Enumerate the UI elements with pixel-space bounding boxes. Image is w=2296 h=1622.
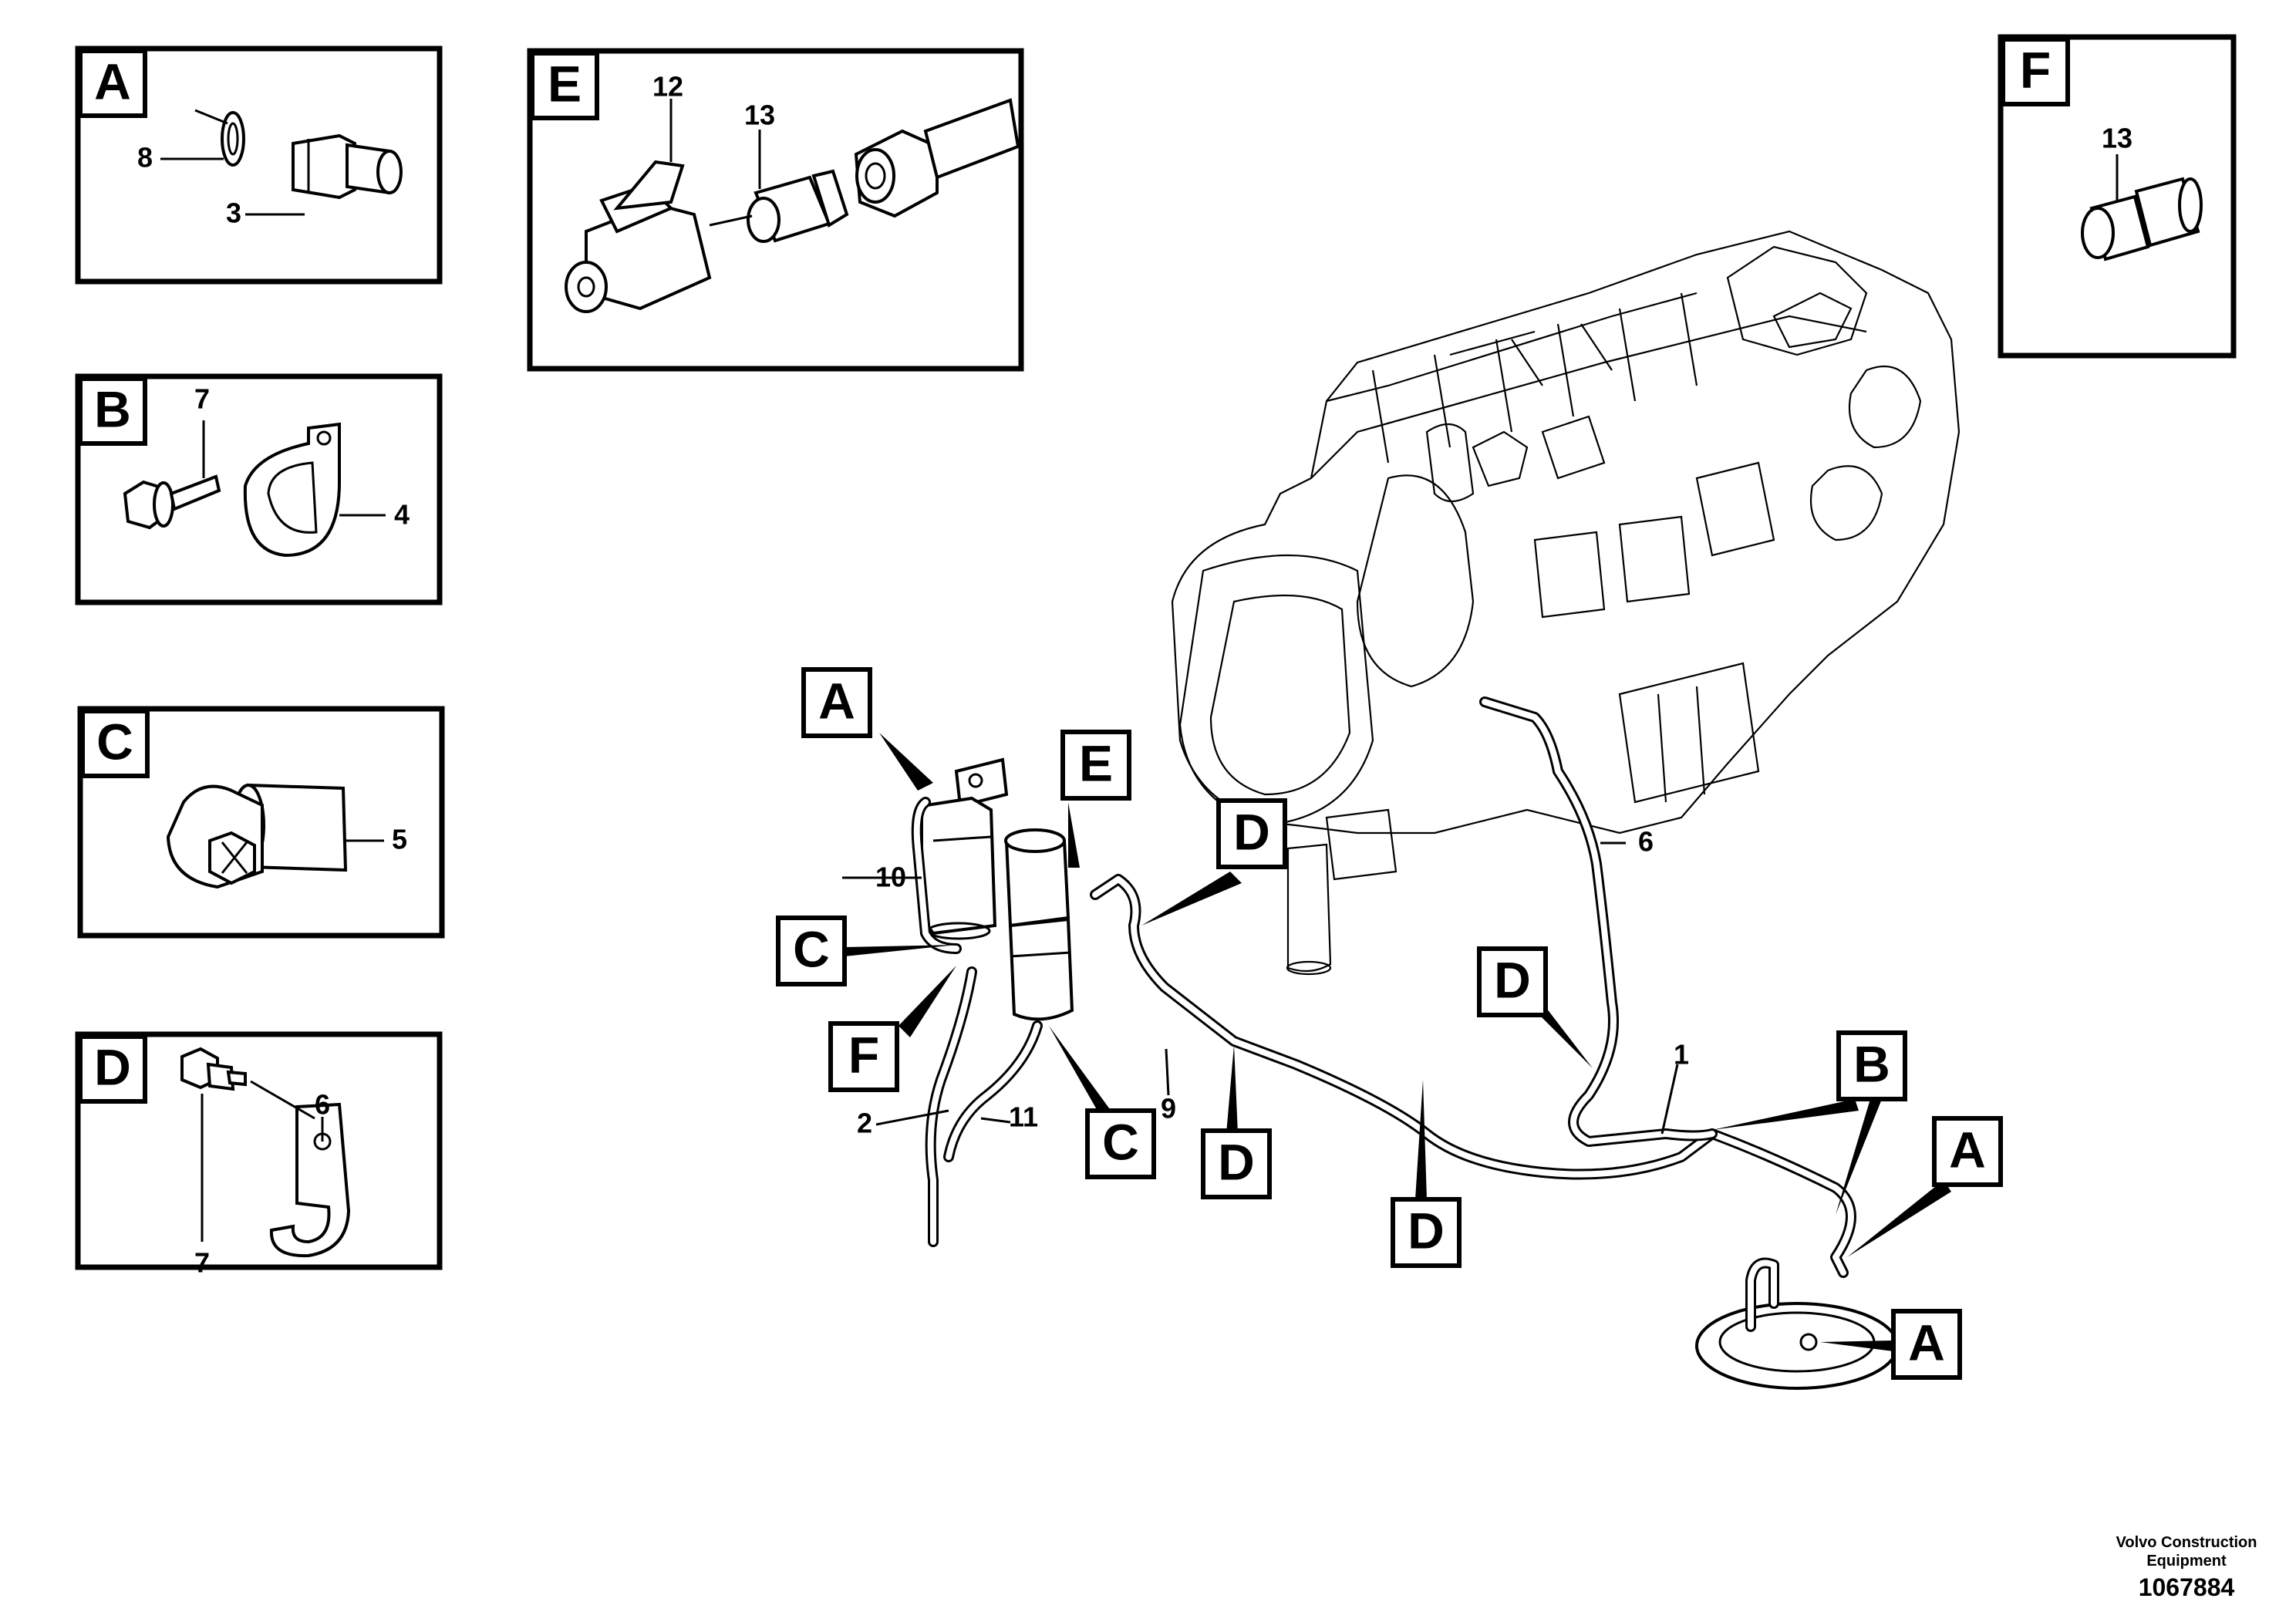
hose-nut-icon	[854, 98, 1020, 218]
callout-4: 4	[394, 499, 410, 531]
callout-10: 10	[875, 862, 906, 893]
callout-7-panel-b: 7	[194, 383, 210, 415]
callout-6-panel-d: 6	[315, 1089, 330, 1121]
credit-company: Volvo Construction Equipment	[2109, 1533, 2264, 1570]
fuel-filter-right	[1004, 828, 1074, 1021]
sealing-washer-icon	[221, 111, 245, 167]
main-tag-a-filter: A	[801, 667, 872, 738]
drawing-number: 1067884	[2138, 1573, 2235, 1601]
fuel-filter-left	[920, 757, 1009, 940]
callout-7-panel-d: 7	[194, 1247, 210, 1279]
main-tag-d-mid: D	[1201, 1128, 1272, 1199]
detail-panel-e: E 12 13	[527, 48, 1024, 372]
credit-line-2: Equipment	[2146, 1553, 2227, 1570]
main-tag-d-bottom: D	[1391, 1197, 1462, 1268]
main-tag-b: B	[1836, 1030, 1907, 1101]
tag-pointers	[845, 733, 1951, 1351]
panel-c-letter: C	[96, 713, 133, 770]
main-tag-d-top: D	[1216, 798, 1287, 869]
main-tag-c-left: C	[776, 916, 847, 986]
main-tag-e: E	[1060, 730, 1131, 801]
callout-5: 5	[392, 824, 407, 855]
tag-c-left: C	[793, 920, 830, 977]
flange-bolt-icon	[123, 474, 221, 530]
panel-a-letter: A	[94, 52, 131, 110]
main-tag-c-bottom: C	[1085, 1108, 1156, 1179]
callout-3: 3	[226, 197, 241, 229]
tag-f: F	[848, 1026, 879, 1083]
tag-a-hose: A	[1949, 1121, 1986, 1178]
main-tag-f: F	[828, 1021, 899, 1092]
main-tag-a-hose: A	[1932, 1116, 2003, 1187]
callout-13-panel-e: 13	[744, 99, 775, 131]
tag-d-top: D	[1233, 803, 1270, 860]
tag-d-mid: D	[1218, 1133, 1255, 1190]
callout-9: 9	[1161, 1093, 1176, 1125]
flange-screw-icon	[180, 1047, 247, 1091]
main-tag-d-right: D	[1477, 946, 1548, 1017]
nipple-fitting-icon	[292, 133, 403, 200]
connector-nipple-icon	[747, 169, 849, 243]
p-clamp-icon	[243, 422, 341, 558]
detail-panel-a: A 8 3	[75, 46, 443, 285]
detail-panel-c: C 5	[77, 706, 445, 939]
tag-d-right: D	[1494, 951, 1531, 1008]
callout-8: 8	[137, 142, 153, 174]
tag-a-tank: A	[1908, 1313, 1945, 1371]
detail-panel-d: D 6 7	[75, 1031, 443, 1279]
panel-d-letter: D	[94, 1038, 131, 1095]
tank-flange	[1695, 1257, 1899, 1390]
callout-12: 12	[652, 71, 683, 103]
panel-b-letter: B	[94, 380, 131, 437]
callout-11: 11	[1009, 1101, 1038, 1133]
hose-clamp-icon	[166, 783, 348, 889]
shut-off-valve-icon	[565, 160, 712, 313]
callout-13-panel-f: 13	[2102, 123, 2132, 154]
hose-lines	[911, 696, 1856, 1278]
panel-e-letter: E	[548, 55, 582, 112]
tag-a-filter: A	[818, 672, 855, 729]
tag-c-bottom: C	[1102, 1113, 1139, 1170]
adapter-nipple-icon	[2081, 177, 2203, 261]
callout-6-main: 6	[1638, 826, 1654, 858]
engine-outline	[1171, 230, 1961, 976]
main-tag-a-tank: A	[1891, 1309, 1962, 1380]
callout-1: 1	[1674, 1039, 1689, 1071]
tag-d-bottom: D	[1408, 1202, 1445, 1259]
tag-b: B	[1853, 1035, 1890, 1092]
tag-e: E	[1079, 734, 1113, 791]
panel-f-letter: F	[2020, 41, 2051, 98]
credit-line-1: Volvo Construction	[2116, 1534, 2257, 1551]
detail-panel-b: B 7 4	[75, 373, 443, 605]
callout-2: 2	[857, 1108, 872, 1139]
main-leader-lines	[842, 841, 1679, 1135]
detail-panel-f: F 13	[1998, 34, 2237, 359]
